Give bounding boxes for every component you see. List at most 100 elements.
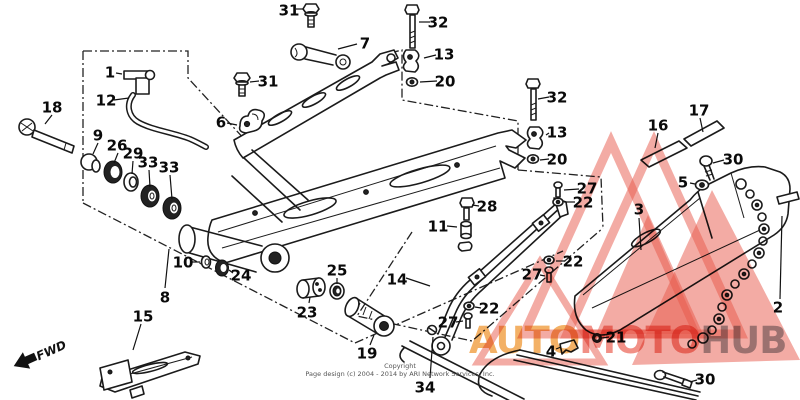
part-label-4[interactable]: 4 — [546, 343, 556, 361]
leader-line-30 — [712, 159, 725, 164]
part-label-18[interactable]: 18 — [42, 99, 63, 117]
guide-13a-icon — [402, 49, 420, 73]
leader-line-8 — [164, 248, 170, 289]
leader-line-22 — [474, 306, 482, 309]
collar-11-icon — [457, 220, 473, 252]
fwd-direction-marker: FWD — [13, 338, 68, 369]
watermark-word-moto: MOTO — [579, 319, 701, 362]
clamp-7-icon — [290, 43, 351, 70]
leader-line-34 — [429, 336, 434, 379]
part-label-26[interactable]: 26 — [107, 137, 128, 155]
part-label-22[interactable]: 22 — [563, 253, 584, 271]
swingarm-drawing — [178, 49, 527, 273]
part-label-9[interactable]: 9 — [93, 127, 103, 145]
fwd-label: FWD — [34, 338, 68, 364]
leader-line-7 — [337, 43, 358, 50]
fwd-arrow-icon — [13, 352, 38, 369]
leader-line-9 — [92, 142, 99, 155]
nut-20b-icon — [526, 154, 540, 165]
part-label-6[interactable]: 6 — [216, 114, 226, 132]
leader-line-12 — [113, 97, 130, 101]
part-label-31[interactable]: 31 — [279, 2, 300, 20]
guide-plate-15-icon — [99, 351, 201, 399]
leader-line-33 — [169, 174, 173, 200]
bushing-10-icon — [200, 255, 212, 269]
guide-13b-icon — [526, 126, 544, 150]
leader-line-33 — [148, 169, 151, 188]
leader-line-32 — [537, 96, 550, 100]
leader-line-4 — [555, 346, 562, 350]
nut-20a-icon — [405, 77, 419, 88]
watermark-word-hub: HUB — [700, 319, 787, 362]
leader-line-1 — [115, 72, 123, 75]
part-label-16[interactable]: 16 — [648, 117, 669, 135]
leader-line-27 — [455, 320, 464, 323]
leader-line-20 — [419, 80, 438, 83]
part-label-31[interactable]: 31 — [258, 73, 279, 91]
part-label-22[interactable]: 22 — [479, 300, 500, 318]
part-label-23[interactable]: 23 — [297, 304, 318, 322]
bearing-33b-icon — [162, 196, 182, 220]
part-label-32[interactable]: 32 — [428, 14, 449, 32]
part-label-1[interactable]: 1 — [105, 64, 115, 82]
copyright-note: Copyright Page design (c) 2004 - 2014 by… — [290, 362, 510, 378]
part-label-30[interactable]: 30 — [723, 151, 744, 169]
leader-line-28 — [471, 204, 480, 207]
part-label-24[interactable]: 24 — [231, 267, 252, 285]
part-label-28[interactable]: 28 — [477, 198, 498, 216]
leader-line-20 — [539, 158, 550, 161]
bolt-32b-icon — [525, 78, 541, 121]
part-label-10[interactable]: 10 — [173, 254, 194, 272]
bolt-32a-icon — [404, 4, 420, 49]
part-label-30[interactable]: 30 — [695, 371, 716, 389]
leader-line-26 — [113, 152, 119, 164]
leader-line-31 — [249, 80, 260, 83]
watermark-text: AUTOMOTOHUB — [469, 322, 800, 359]
cap-24-icon — [215, 259, 229, 277]
part-label-2[interactable]: 2 — [773, 299, 783, 317]
leader-line-27 — [563, 188, 580, 191]
part-label-17[interactable]: 17 — [689, 102, 710, 120]
bolt-18-icon — [18, 118, 75, 154]
part-label-5[interactable]: 5 — [678, 174, 688, 192]
part-label-11[interactable]: 11 — [428, 218, 449, 236]
screw-27c-icon — [463, 312, 473, 329]
leader-line-13 — [423, 54, 437, 59]
part-label-20[interactable]: 20 — [435, 73, 456, 91]
part-label-32[interactable]: 32 — [547, 89, 568, 107]
part-label-33[interactable]: 33 — [138, 154, 159, 172]
leader-line-23 — [308, 296, 311, 304]
part-label-25[interactable]: 25 — [327, 262, 348, 280]
part-label-14[interactable]: 14 — [387, 271, 408, 289]
joint-1-icon — [123, 69, 156, 95]
bolt-19-icon — [344, 296, 395, 337]
seal-26-icon — [103, 160, 123, 184]
part-label-12[interactable]: 12 — [96, 92, 117, 110]
leader-line-18 — [44, 114, 53, 125]
part-label-27[interactable]: 27 — [438, 314, 459, 332]
part-label-20[interactable]: 20 — [547, 151, 568, 169]
part-label-15[interactable]: 15 — [133, 308, 154, 326]
part-label-13[interactable]: 13 — [547, 124, 568, 142]
tube-12-icon — [125, 92, 209, 150]
part-label-8[interactable]: 8 — [160, 289, 170, 307]
leader-line-6 — [226, 122, 238, 126]
leader-line-11 — [446, 225, 458, 228]
washer-22c-icon — [463, 301, 475, 311]
bolt-30a-icon — [699, 155, 715, 181]
part-label-19[interactable]: 19 — [357, 345, 378, 363]
part-label-13[interactable]: 13 — [434, 46, 455, 64]
part-label-34[interactable]: 34 — [415, 379, 436, 397]
part-label-29[interactable]: 29 — [123, 145, 144, 163]
bolt-30b-icon — [653, 369, 693, 389]
collar-29-icon — [123, 172, 139, 192]
bolt-28-icon — [459, 197, 475, 221]
part-label-7[interactable]: 7 — [360, 35, 370, 53]
nut-5-icon — [694, 179, 710, 191]
part-label-33[interactable]: 33 — [159, 159, 180, 177]
watermark-word-auto: AUTO — [469, 319, 580, 362]
leader-line-15 — [132, 323, 142, 351]
screw-34-icon — [426, 324, 438, 336]
